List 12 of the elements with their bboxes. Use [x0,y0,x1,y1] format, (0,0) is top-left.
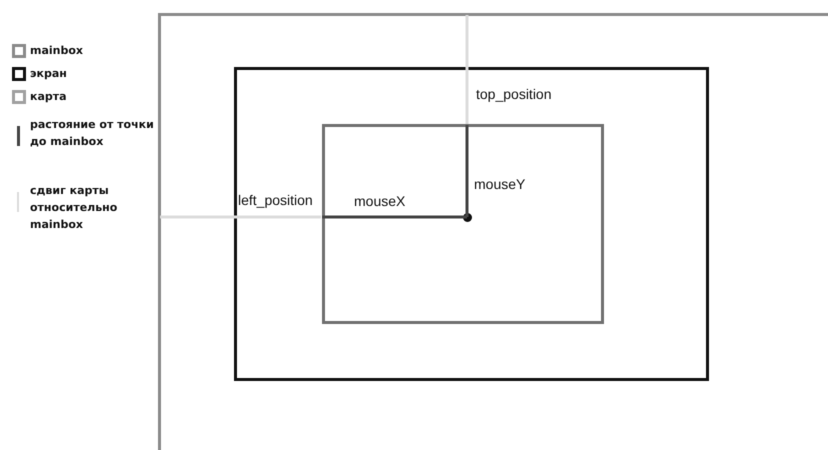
dimension-label: mouseX [354,193,406,209]
legend-text: mainbox [30,43,84,59]
screen-rect [234,67,709,381]
legend-text: карта [30,89,68,105]
mainbox-rect [158,13,828,450]
map-rect [322,124,604,324]
legend-text: сдвиг карты относительно mainbox [30,183,118,233]
dimension-label: top_position [476,86,552,102]
dimension-label: mouseY [474,176,526,192]
legend-text: экран [30,66,68,82]
dimension-label: left_position [238,192,313,208]
legend-text: растояние от точки до mainbox [30,117,155,150]
